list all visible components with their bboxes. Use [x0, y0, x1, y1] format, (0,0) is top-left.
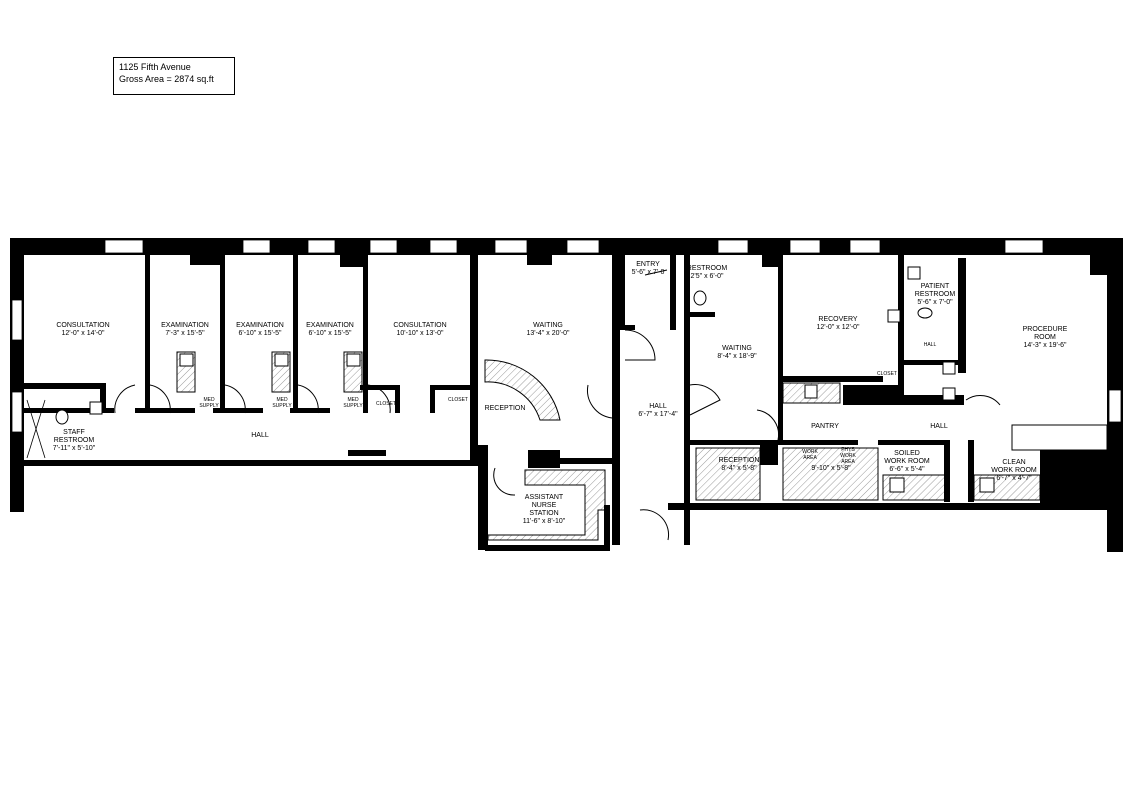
staff-restroom-dims: 7'-11" x 5'-10" [53, 445, 96, 452]
title-box: 1125 Fifth Avenue Gross Area = 2874 sq.f… [113, 57, 235, 95]
consultation-2-label: CONSULTATION [393, 322, 446, 329]
patient-restroom-dims: 5'-6" x 7'-0" [917, 299, 953, 306]
hall-center-dims: 6'-7" x 17'-4" [638, 411, 678, 418]
pantry-label: PANTRY [811, 423, 839, 430]
phys-work-area-label: WORK [840, 453, 856, 459]
examination-3-label: EXAMINATION [306, 322, 354, 329]
nurse-station-label: STATION [529, 510, 558, 517]
phys-work-area-label: PHYS [841, 447, 855, 453]
recovery-label: RECOVERY [818, 316, 857, 323]
consultation-1-label: CONSULTATION [56, 322, 109, 329]
consultation-1-dims: 12'-0" x 14'-0" [61, 330, 105, 337]
clean-work-room-label: CLEAN [1002, 459, 1025, 466]
room-labels: CONSULTATION 12'-0" x 14'-0" EXAMINATION… [53, 261, 1068, 525]
sink-icon [89, 401, 103, 415]
waiting-2-label: WAITING [722, 345, 752, 352]
sink-icon [889, 477, 905, 493]
entry-dims: 5'-6" x 7'-0 [632, 269, 665, 276]
med-supply-label: SUPPLY [199, 403, 219, 409]
med-supply-label: MED [203, 397, 215, 403]
walls [10, 238, 1123, 552]
patient-restroom-label: RESTROOM [915, 291, 956, 298]
examination-1-dims: 7'-3" x 15'-5" [165, 330, 205, 337]
procedure-room-label: PROCEDURE [1023, 326, 1068, 333]
toilet-icon [55, 409, 69, 425]
examination-2-dims: 6'-10" x 15'-5" [238, 330, 282, 337]
examination-1-label: EXAMINATION [161, 322, 209, 329]
hall-small-label: HALL [924, 342, 937, 348]
soiled-work-room-label: SOILED [894, 450, 920, 457]
staff-restroom-label: STAFF [63, 429, 85, 436]
staff-restroom-label: RESTROOM [54, 437, 95, 444]
clean-work-room-dims: 6'-7" x 4'-7" [996, 475, 1032, 482]
soiled-work-room-dims: 6'-6" x 5'-4" [889, 466, 925, 473]
hall-left-label: HALL [251, 432, 269, 439]
clean-work-room-label: WORK ROOM [991, 467, 1037, 474]
work-area-label: WORK [802, 449, 818, 455]
sink-icon [942, 387, 956, 401]
phys-work-area-label: AREA [841, 459, 855, 465]
med-supply-label: MED [347, 397, 359, 403]
gross-area: Gross Area = 2874 sq.ft [119, 74, 214, 84]
sink-icon [942, 361, 956, 375]
consultation-2-dims: 10'-10" x 13'-0" [397, 330, 444, 337]
nurse-station-dims: 11'-6" x 8'-10" [523, 518, 566, 525]
reception-2-label: RECEPTION [719, 457, 760, 464]
waiting-2-dims: 8'-4" x 18'-9" [717, 353, 757, 360]
pantry-dims: 9'-10" x 5'-8" [811, 465, 851, 472]
nurse-station-label: NURSE [532, 502, 557, 509]
closet-label: CLOSET [376, 401, 396, 407]
procedure-room-dims: 14'-3" x 19'-6" [1023, 342, 1067, 349]
windows [11, 239, 1122, 433]
sink-icon [346, 353, 361, 367]
sink-icon [979, 477, 995, 493]
sink-icon [804, 384, 818, 399]
waiting-1-label: WAITING [533, 322, 563, 329]
recovery-dims: 12'-0" x 12'-0" [816, 324, 860, 331]
fixtures [26, 266, 1108, 493]
nurse-station-label: ASSISTANT [525, 494, 564, 501]
med-supply-label: SUPPLY [343, 403, 363, 409]
reception-1-label: RECEPTION [485, 405, 526, 412]
door-swings [114, 269, 1001, 541]
hall-center-label: HALL [649, 403, 667, 410]
soiled-work-room-label: WORK ROOM [884, 458, 930, 465]
sink-icon [907, 266, 921, 280]
entry-label: ENTRY [636, 261, 660, 268]
toilet-icon [693, 290, 707, 306]
closet-small-label: CLOSET [877, 371, 897, 377]
hall-right-label: HALL [930, 423, 948, 430]
sink-icon [274, 353, 289, 367]
examination-2-label: EXAMINATION [236, 322, 284, 329]
closet-label: CLOSET [448, 397, 468, 403]
sink-icon [887, 309, 901, 323]
examination-3-dims: 6'-10" x 15'-5" [308, 330, 352, 337]
med-supply-label: MED [276, 397, 288, 403]
toilet-icon [917, 307, 933, 319]
restroom-label: RESTROOM [687, 265, 728, 272]
sink-icon [179, 353, 194, 367]
reception-2-dims: 8'-4" x 5'-8" [721, 465, 757, 472]
patient-restroom-label: PATIENT [921, 283, 950, 290]
restroom-dims: 2'5" x 6'-0" [691, 273, 724, 280]
waiting-1-dims: 13'-4" x 20'-0" [526, 330, 570, 337]
procedure-room-label: ROOM [1034, 334, 1056, 341]
med-supply-label: SUPPLY [272, 403, 292, 409]
address: 1125 Fifth Avenue [119, 62, 191, 72]
work-area-label: AREA [803, 455, 817, 461]
